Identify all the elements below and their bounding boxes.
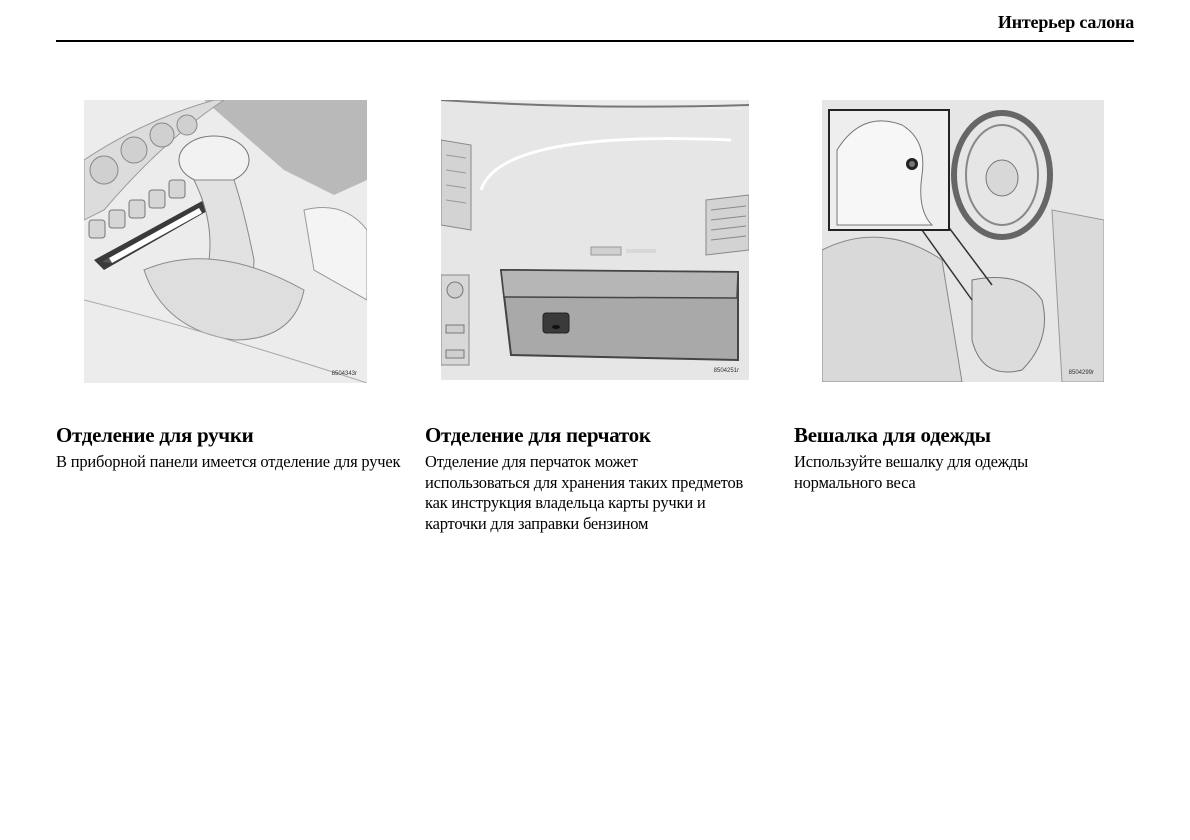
figure-pen-compartment: 8504343r [84,100,367,383]
figure-code: 8504251r [713,368,739,374]
figure-code: 8504299r [1068,370,1094,376]
section-glove-compartment: Отделение для перчаток Отделение для пер… [425,422,745,534]
section-title: Отделение для перчаток [425,423,651,447]
section-body: В приборной панели имеется отделение для… [56,452,401,471]
figure-code: 8504343r [331,371,357,377]
section-body: Отделение для перчаток может использоват… [425,452,744,533]
section-body: Используйте вешалку для одежды нормально… [794,452,1029,492]
section-coat-hanger: Вешалка для одежды Используйте вешалку д… [794,422,1114,493]
coat-hanger-illustration [822,100,1104,382]
header-divider [56,40,1134,42]
section-pen-compartment: Отделение для ручки В приборной панели и… [56,422,406,473]
glove-compartment-illustration [441,100,749,380]
section-title: Вешалка для одежды [794,423,991,447]
page-header-title: Интерьер салона [997,12,1134,32]
figure-glove-compartment: 8504251r [441,100,749,380]
section-title: Отделение для ручки [56,423,254,447]
figure-coat-hanger: 8504299r [822,100,1104,382]
pen-compartment-illustration [84,100,367,383]
